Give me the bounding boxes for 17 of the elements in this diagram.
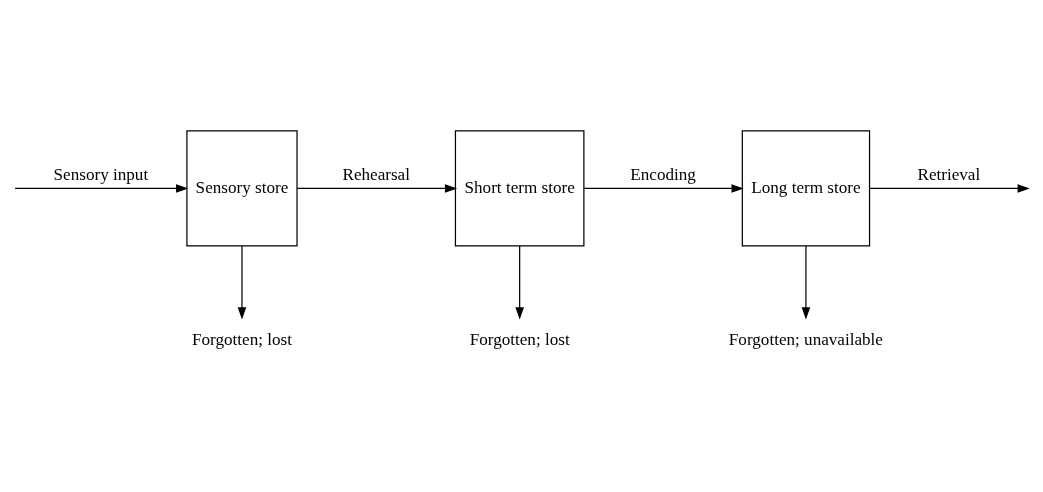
node-text: Forgotten; lost — [191, 329, 292, 349]
arrow — [515, 244, 524, 320]
node-text: Forgotten; unavailable — [728, 329, 883, 349]
edge-label: Encoding — [630, 164, 696, 184]
node-box: Long term store — [741, 129, 871, 246]
arrow — [14, 183, 189, 193]
arrow — [583, 183, 744, 193]
node-box: Short term store — [454, 129, 585, 246]
edge-label: Sensory input — [53, 164, 149, 184]
arrow — [869, 183, 1030, 193]
arrow — [237, 244, 247, 320]
edge-label: Retrieval — [917, 164, 981, 184]
node-box: Sensory store — [186, 129, 298, 246]
edge-label: Rehearsal — [342, 164, 410, 184]
arrow — [801, 244, 811, 320]
node-text: Forgotten; lost — [469, 329, 570, 349]
arrow — [296, 183, 458, 193]
